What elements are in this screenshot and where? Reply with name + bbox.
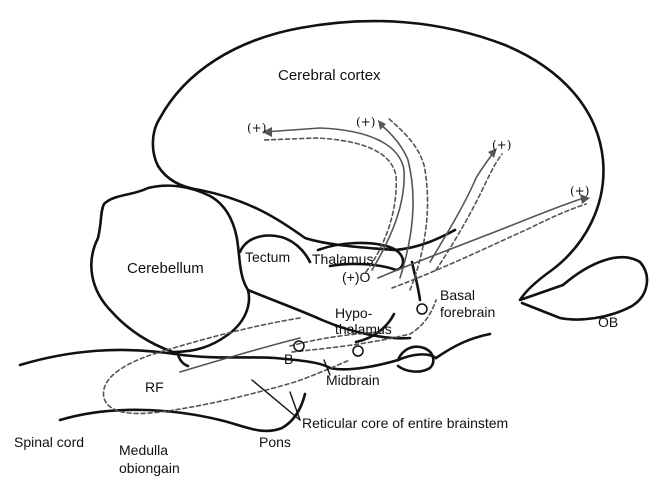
label-rf: RF (145, 379, 164, 395)
label-spinal-cord: Spinal cord (14, 434, 84, 450)
label-cerebral-cortex: Cerebral cortex (278, 67, 381, 84)
label-cerebellum: Cerebellum (127, 260, 204, 277)
projection-marker-1: (+) (247, 121, 266, 135)
label-midbrain: Midbrain (326, 372, 380, 388)
label-basal-forebrain-2: forebrain (440, 304, 495, 320)
reticular-formation-loop (103, 318, 350, 413)
brainstem-ventral-outline (20, 350, 436, 369)
projection-marker-2: (+) (356, 115, 375, 129)
label-tectum: Tectum (245, 249, 290, 265)
ascending-solid-path-2 (380, 124, 413, 278)
medulla-ventral-outline (60, 394, 305, 431)
label-hypothalamus-1: Hypo- (335, 305, 373, 321)
label-thalamus-marker: (+)O (342, 269, 371, 285)
projection-marker-3: (+) (492, 138, 511, 152)
label-b-marker: B (284, 351, 293, 367)
ascending-dashed-path-3 (436, 154, 502, 270)
arrowheads (262, 120, 590, 204)
basal-forebrain-nucleus-marker (417, 304, 427, 314)
label-pons: Pons (259, 434, 291, 450)
label-basal-forebrain-1: Basal (440, 287, 475, 303)
label-ob: OB (598, 314, 618, 330)
b-nucleus-marker (294, 341, 304, 351)
midbrain-nucleus-marker (353, 346, 363, 356)
label-thalamus: Thalamus (312, 251, 373, 267)
forebrain-ventral-outline (436, 334, 490, 358)
label-hypothalamus-2: thalamus (335, 321, 392, 337)
label-reticular-core: Reticular core of entire brainstem (302, 415, 508, 431)
ascending-solid-path-4 (378, 198, 584, 278)
ascending-solid-path-3 (430, 152, 494, 262)
projection-marker-4: (+) (570, 184, 589, 198)
label-medulla-2: obiongain (119, 460, 180, 476)
rf-core-solid-path (180, 338, 300, 372)
label-medulla-1: Medulla (119, 442, 168, 458)
